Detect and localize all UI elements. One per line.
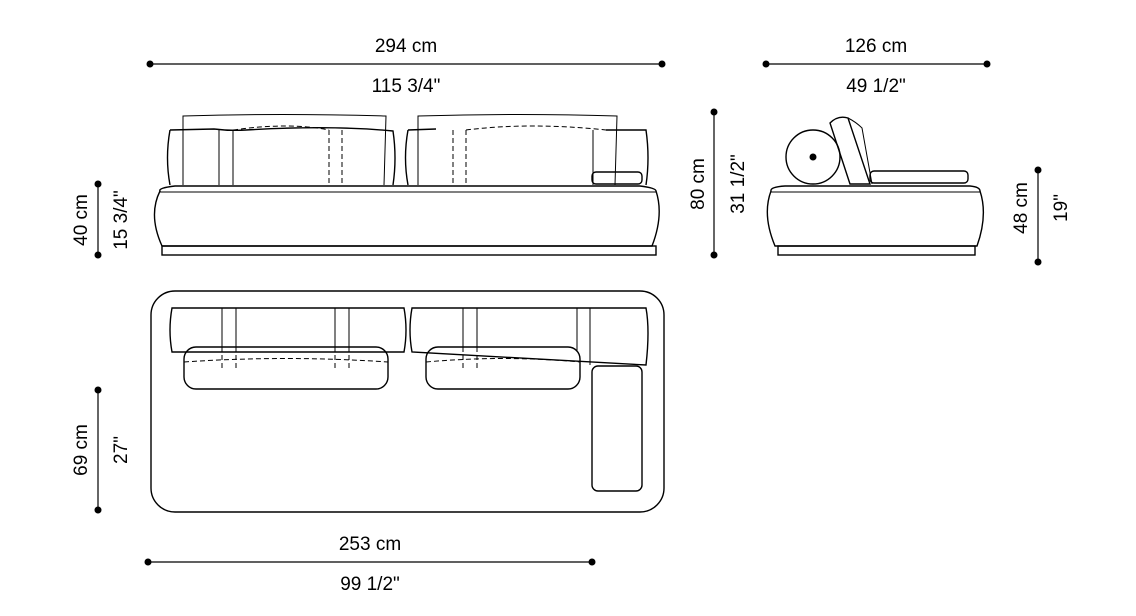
side-depth-dimension: 126 cm 49 1/2" — [762, 36, 991, 97]
side-height-dimension: 48 cm 19" — [1011, 166, 1072, 266]
total-height-in: 31 1/2" — [728, 154, 749, 214]
plan-width-dimension: 253 cm 99 1/2" — [144, 534, 596, 595]
bolster-center-dot — [809, 153, 817, 161]
side-depth-in: 49 1/2" — [846, 76, 906, 97]
seat-height-in: 15 3/4" — [111, 190, 132, 250]
side-depth-cm: 126 cm — [845, 36, 907, 57]
front-view — [153, 114, 660, 256]
seat-height-dimension: 40 cm 15 3/4" — [71, 180, 132, 259]
side-height-in: 19" — [1051, 194, 1072, 222]
plan-depth-dimension: 69 cm 27" — [71, 386, 132, 514]
plan-width-cm: 253 cm — [339, 534, 401, 555]
plan-depth-cm: 69 cm — [71, 424, 92, 476]
side-view — [766, 116, 985, 256]
plan-width-in: 99 1/2" — [340, 574, 400, 595]
total-height-dimension: 80 cm 31 1/2" — [688, 108, 749, 259]
plan-depth-in: 27" — [111, 436, 132, 464]
front-width-in: 115 3/4" — [372, 76, 441, 97]
total-height-cm: 80 cm — [688, 158, 709, 210]
plan-view — [150, 290, 665, 513]
front-width-dimension: 294 cm 115 3/4" — [146, 36, 666, 97]
seat-height-cm: 40 cm — [71, 194, 92, 246]
front-width-cm: 294 cm — [375, 36, 437, 57]
side-height-cm: 48 cm — [1011, 182, 1032, 234]
